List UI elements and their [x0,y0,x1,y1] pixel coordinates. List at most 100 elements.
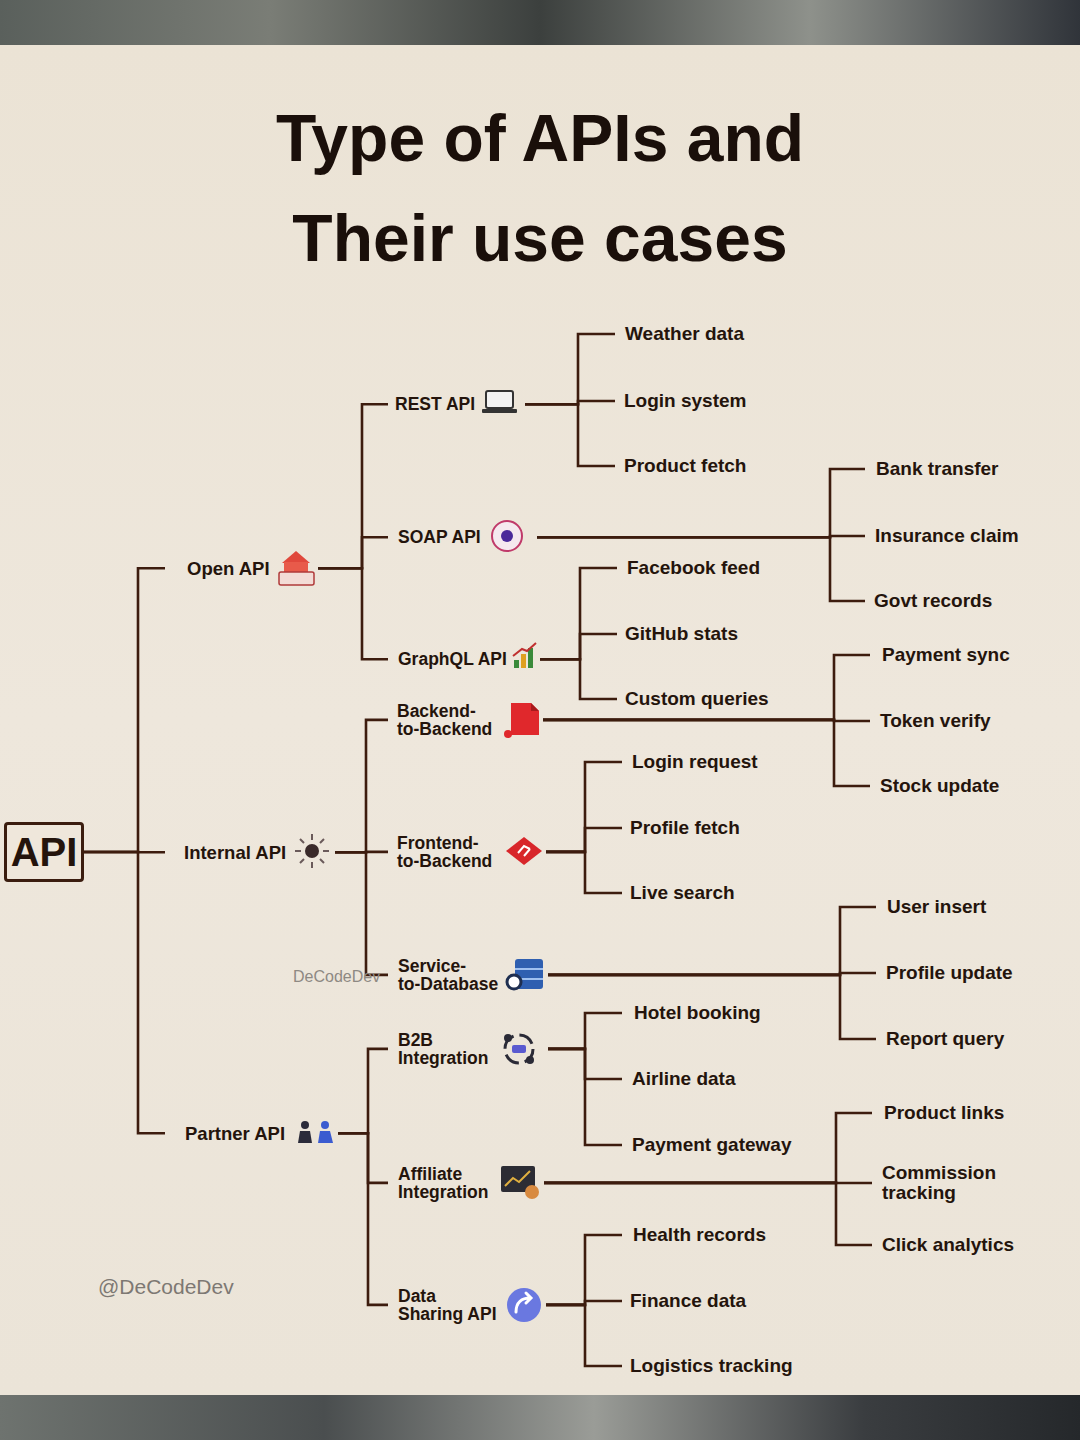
node-text: Internal API [184,843,335,862]
tree-node: Payment gateway [622,1135,802,1155]
tree-node: Custom queries [617,689,797,709]
node-text: Open API [187,559,318,578]
node-text: Frontend- to-Backend [397,834,503,871]
photo-band [0,1395,1080,1440]
photo-band [0,0,1080,45]
affiliate-icon [501,1166,539,1199]
icon-fold [531,703,539,711]
icon-disc [507,1288,541,1322]
node-text: API [11,832,78,872]
tree-node: Insurance claim [865,526,1045,546]
node-text: GraphQL API [398,650,540,668]
tree-node: Profile fetch [622,818,802,838]
node-text: Profile fetch [630,818,802,838]
node-text: Report query [886,1029,1056,1049]
icon-coin [525,1185,539,1199]
tree-node: Weather data [615,324,795,344]
node-text: Health records [633,1225,802,1245]
node-text: Click analytics [882,1235,1052,1255]
tree-connector [84,852,165,1133]
tree-connector [543,655,870,720]
graphql-icon [513,643,536,668]
tree-node: Partner API [165,1124,338,1143]
node-text: Hotel booking [634,1003,802,1023]
backend-icon [504,703,539,738]
open-icon [279,551,314,585]
icon-head [305,844,319,858]
icon-cycle [505,1035,533,1063]
tree-node: Bank transfer [865,459,1045,479]
node-text: Live search [630,883,802,903]
tree-node: Backend- to-Backend [388,702,543,739]
node-text: Partner API [185,1124,338,1143]
tree-connector [338,1133,388,1305]
node-text: Insurance claim [875,526,1045,546]
tree-connector [540,568,617,659]
tree-connector [318,537,388,568]
node-text: Token verify [880,711,1050,731]
tree-connector [548,907,876,975]
rest-icon [482,391,517,413]
tree-connector [544,1113,872,1183]
node-text: Payment sync [882,645,1050,665]
icon-core [501,530,513,542]
tree-node: Internal API [165,843,335,862]
tree-node: Hotel booking [622,1003,802,1023]
node-text: Logistics tracking [630,1356,802,1376]
tree-connector [548,1049,622,1145]
tree-node: Login request [622,752,802,772]
tree-node: Live search [622,883,802,903]
tree-connector [338,1133,388,1183]
tree-connector [537,469,865,537]
tree-node: GraphQL API [388,650,540,668]
tree-connector [540,659,617,699]
icon-ring [492,521,522,551]
tree-node: Login system [615,391,795,411]
root-box: API [4,822,84,882]
sharing-icon [507,1288,541,1322]
tree-connector [548,1013,622,1049]
tree-node: Click analytics [872,1235,1052,1255]
tree-node: Report query [876,1029,1056,1049]
tree-node: SOAP API [388,528,537,546]
icon-head [301,1121,309,1129]
node-text: Backend- to-Backend [397,702,503,739]
database-icon [507,959,543,989]
tree-node: Payment sync [870,645,1050,665]
icon-doc [511,703,539,735]
node-text: Login request [632,752,802,772]
tree-connector [335,852,388,975]
icon-bar [528,648,533,668]
frontend-icon [506,837,542,865]
icon-screen [486,391,513,408]
partner-icon [298,1121,333,1143]
tree-node: Service- to-Database [388,957,548,994]
tree-connector [335,720,388,852]
node-text: Login system [624,391,795,411]
node-text: Govt records [874,591,1045,611]
tree-node: Token verify [870,711,1050,731]
node-text: User insert [887,897,1056,917]
node-text: Airline data [632,1069,802,1089]
icon-bar [521,654,526,668]
node-text: Affiliate Integration [398,1165,502,1202]
node-text: SOAP API [398,528,537,546]
tree-node: Data Sharing API [388,1287,546,1324]
node-text: Product links [884,1103,1052,1123]
tree-node: Airline data [622,1069,802,1089]
node-text: Profile update [886,963,1056,983]
node-text: REST API [395,395,525,413]
icon-head [321,1121,329,1129]
icon-diamond [506,837,542,865]
icon-body [318,1131,333,1143]
tree-connector [525,334,615,404]
icon-node [526,1056,534,1064]
node-text: Finance data [630,1291,802,1311]
icon-trend [505,1171,530,1186]
tree-connector [318,568,388,659]
node-text: Stock update [880,776,1050,796]
tree-node: User insert [876,897,1056,917]
icon-roof [282,551,310,563]
soap-icon [492,521,522,551]
